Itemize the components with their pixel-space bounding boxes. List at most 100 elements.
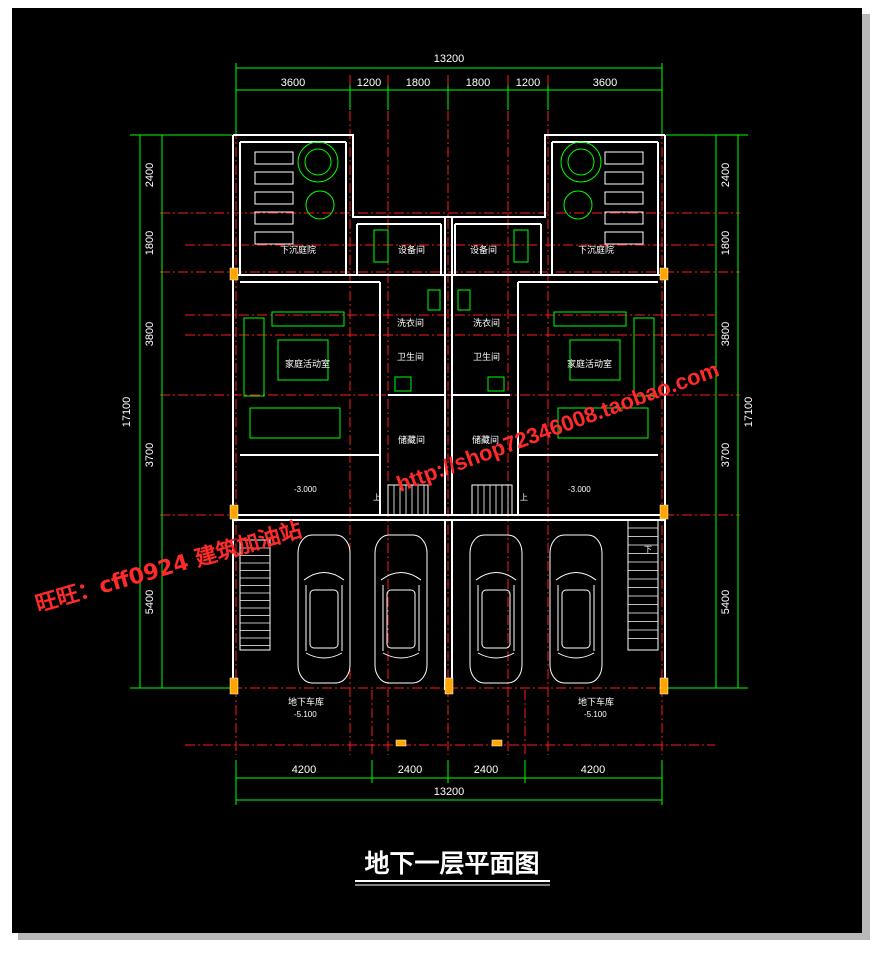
room-storage-right: 储藏间 — [472, 434, 499, 446]
elev-hall-right: -3.000 — [568, 485, 591, 494]
sofa-left-top — [271, 311, 345, 327]
car-body — [469, 534, 523, 684]
room-bath-right: 卫生间 — [473, 351, 500, 363]
dim-top-total: 13200 — [434, 53, 465, 65]
room-equipment-right: 设备间 — [470, 244, 497, 256]
room-laundry-right: 洗衣间 — [473, 317, 500, 329]
tree-left-1-inner — [304, 148, 332, 176]
dim-right-total: 17100 — [743, 397, 755, 428]
tree-left-1 — [297, 141, 339, 183]
dim-right-seg-1: 2400 — [720, 163, 732, 187]
dim-top-seg-3: 1800 — [406, 77, 430, 89]
dim-left-total: 17100 — [121, 397, 133, 428]
car-roof — [386, 589, 416, 649]
stair-left-garage — [239, 539, 271, 651]
wall-top-left — [233, 134, 448, 218]
garden-benches — [254, 151, 644, 245]
garden-bench-5 — [604, 151, 644, 165]
car-body — [374, 534, 428, 684]
car-rear-window — [477, 652, 515, 659]
dim-bottom-total: 13200 — [434, 786, 465, 798]
column-5 — [229, 677, 239, 695]
elev-hall-left: -3.000 — [294, 485, 317, 494]
dim-top-seg-5: 1200 — [516, 77, 540, 89]
car-windshield — [303, 572, 345, 581]
sofa-left-side — [243, 317, 265, 397]
car-body — [297, 534, 351, 684]
dimension-lines — [130, 63, 748, 805]
sofa-right-side — [633, 317, 655, 397]
room-labels: 下沉庭院 下沉庭院 设备间 设备间 家庭活动室 家庭活动室 洗衣间 洗衣间 卫生… — [280, 244, 614, 708]
cars — [297, 534, 603, 684]
stairs — [239, 484, 659, 651]
furniture — [243, 141, 655, 439]
toilet-left — [394, 376, 412, 392]
garden-bench-8 — [604, 211, 644, 225]
car-roof — [561, 589, 591, 649]
coffee-table-left — [277, 339, 329, 381]
column-7 — [659, 677, 669, 695]
room-storage-left: 储藏间 — [398, 434, 425, 446]
garden-bench-0 — [254, 151, 294, 165]
dim-bottom-seg-1: 4200 — [292, 764, 316, 776]
tree-right-1-inner — [567, 148, 595, 176]
dim-right-seg-4: 3700 — [720, 443, 732, 467]
dim-top-seg-2: 1200 — [357, 77, 381, 89]
elevation-labels: -3.000 -3.000 -5.100 -5.100 上 上 下 — [294, 485, 652, 719]
room-bath-left: 卫生间 — [397, 351, 424, 363]
column-3 — [229, 504, 239, 520]
column-9 — [491, 739, 503, 747]
dim-right-seg-5: 5400 — [720, 590, 732, 614]
car-rear-window — [305, 652, 343, 659]
wall-top-right — [448, 134, 665, 218]
room-laundry-left: 洗衣间 — [397, 317, 424, 329]
column-4 — [659, 504, 669, 520]
desk-right — [557, 407, 649, 439]
car-roof — [309, 589, 339, 649]
dim-top-seg-1: 3600 — [281, 77, 305, 89]
stair-right-garage — [627, 519, 659, 651]
car-rear-window — [557, 652, 595, 659]
room-family-left: 家庭活动室 — [285, 358, 330, 370]
stair-down-right: 下 — [644, 545, 652, 554]
car-body — [549, 534, 603, 684]
car-roof — [481, 589, 511, 649]
car-windshield — [555, 572, 597, 581]
dim-top-seg-4: 1800 — [466, 77, 490, 89]
elev-garage-right: -5.100 — [584, 710, 607, 719]
washer-right — [457, 289, 471, 311]
stair-up-left: 上 — [373, 493, 381, 502]
room-equipment-left: 设备间 — [398, 244, 425, 256]
dim-left-seg-2: 1800 — [144, 231, 156, 255]
car-4 — [549, 534, 603, 684]
desk-left — [249, 407, 341, 439]
stair-treads — [240, 485, 658, 646]
dim-top-seg-6: 3600 — [593, 77, 617, 89]
equip-left-unit — [373, 229, 389, 263]
room-sunken-garden-left: 下沉庭院 — [280, 244, 316, 256]
dim-left-seg-4: 3700 — [144, 443, 156, 467]
walls — [232, 134, 666, 690]
stair-up-right: 上 — [520, 493, 528, 502]
car-1 — [297, 534, 351, 684]
car-windshield — [475, 572, 517, 581]
cad-canvas — [12, 8, 862, 933]
column-2 — [659, 267, 669, 281]
dim-bottom-seg-3: 2400 — [474, 764, 498, 776]
dim-left-seg-1: 2400 — [144, 163, 156, 187]
garden-bench-2 — [254, 191, 294, 205]
dimension-labels: 13200 3600 1200 1800 1800 1200 3600 4200… — [121, 53, 755, 798]
column-8 — [395, 739, 407, 747]
dim-left-seg-3: 3800 — [144, 322, 156, 346]
room-family-right: 家庭活动室 — [567, 358, 612, 370]
tree-left-2 — [305, 190, 335, 220]
drawing-title: 地下一层平面图 — [364, 849, 539, 878]
dim-right-seg-3: 3800 — [720, 322, 732, 346]
column-6 — [444, 677, 454, 695]
equip-right-unit — [513, 229, 529, 263]
column-1 — [229, 267, 239, 281]
toilet-right — [487, 376, 505, 392]
room-sunken-garden-right: 下沉庭院 — [578, 244, 614, 256]
